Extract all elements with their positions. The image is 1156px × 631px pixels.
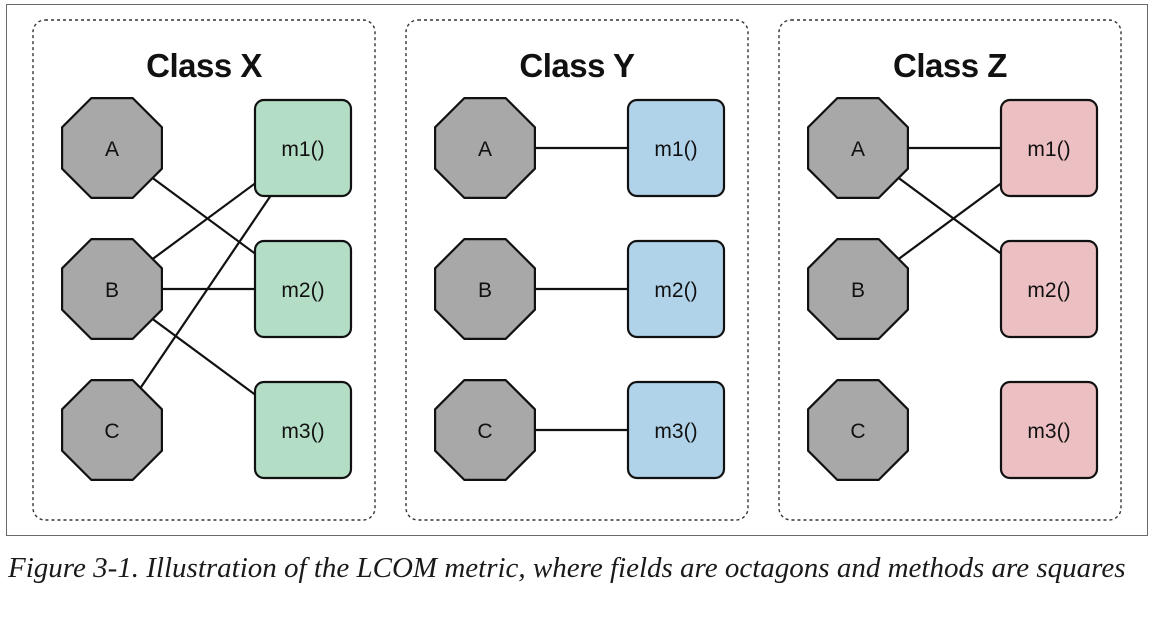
field-octagon [60,96,163,199]
class-panel-1: Class Y A B Cm1() m2() m3() [405,19,749,521]
field-label: C [104,420,119,443]
class-panel-border [778,19,1122,521]
method-square [626,239,726,339]
method-label: m2() [1027,279,1070,302]
method-label: m1() [654,138,697,161]
field-label: B [478,279,492,302]
method-label: m1() [281,138,324,161]
lcom-diagram: Class X A B Cm1() m2() m3() Class Y A B Cm1() m2()… [32,19,1122,521]
field-label: C [477,420,492,443]
method-square [626,98,726,198]
field-octagon [806,238,910,340]
class-title: Class Z [893,47,1007,84]
field-label: A [478,138,492,161]
method-label: m3() [281,420,324,443]
class-panel-border [405,19,749,521]
field-label: B [105,279,119,302]
class-panel-border [32,19,376,521]
figure-caption: Figure 3-1. Illustration of the LCOM met… [8,552,1126,584]
method-label: m1() [1027,138,1070,161]
method-square [999,98,1099,198]
method-square [999,239,1099,339]
field-octagon [434,379,537,481]
field-octagon [434,96,537,199]
method-square [253,380,353,480]
field-octagon [60,379,163,481]
method-square [253,239,353,339]
method-label: m3() [1027,420,1070,443]
field-label: A [105,138,119,161]
field-label: B [851,279,865,302]
field-label: A [851,138,865,161]
field-octagon [434,238,537,340]
method-label: m2() [654,279,697,302]
field-octagon [806,379,910,481]
class-panel-2: Class Z A B Cm1() m2() m3() [778,19,1122,521]
method-square [626,380,726,480]
method-square [999,380,1099,480]
field-label: C [850,420,865,443]
field-octagon [60,238,163,340]
class-title: Class Y [519,47,635,84]
class-title: Class X [146,47,262,84]
method-label: m3() [654,420,697,443]
method-square [253,98,353,198]
method-label: m2() [281,279,324,302]
class-panel-0: Class X A B Cm1() m2() m3() [32,19,376,521]
field-octagon [806,96,910,199]
